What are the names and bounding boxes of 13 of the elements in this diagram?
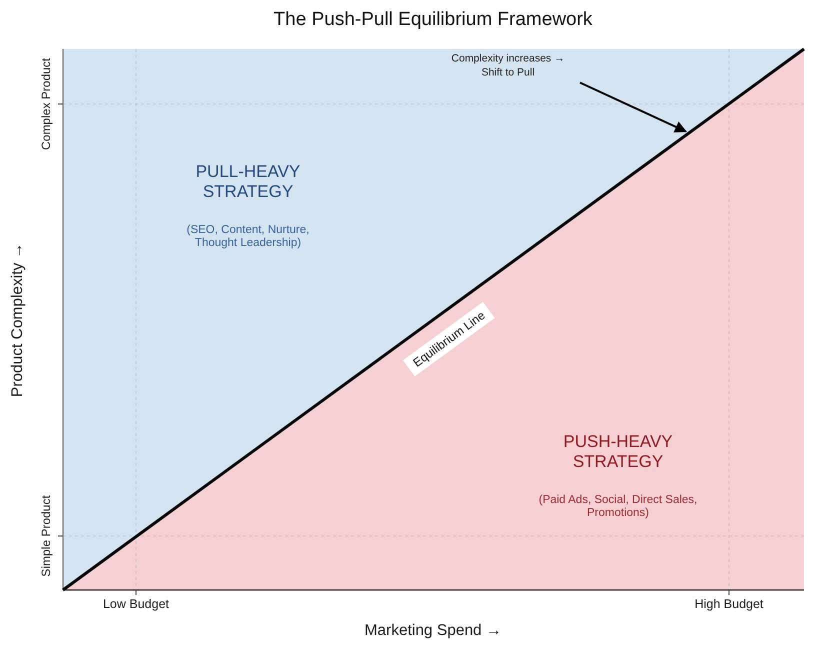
region-heading: PULL-HEAVY STRATEGY: [194, 162, 302, 203]
axis-title: Product Complexity →: [9, 242, 27, 398]
region-heading: PUSH-HEAVY STRATEGY: [562, 432, 674, 473]
tick-label: Simple Product: [39, 495, 53, 577]
tick-label: Low Budget: [102, 597, 170, 611]
region-description: (Paid Ads, Social, Direct Sales, Promotions): [538, 494, 698, 520]
leader-arrow: [580, 82, 687, 132]
tick-label: Complex Product: [39, 58, 53, 150]
chart-title: The Push-Pull Equilibrium Framework: [274, 9, 592, 31]
annotation-text: Complexity increases → Shift to Pull: [443, 52, 573, 80]
region-description: (SEO, Content, Nurture, Thought Leadership): [186, 224, 310, 250]
axis-title: Marketing Spend →: [364, 622, 502, 640]
tick-label: High Budget: [694, 597, 764, 611]
